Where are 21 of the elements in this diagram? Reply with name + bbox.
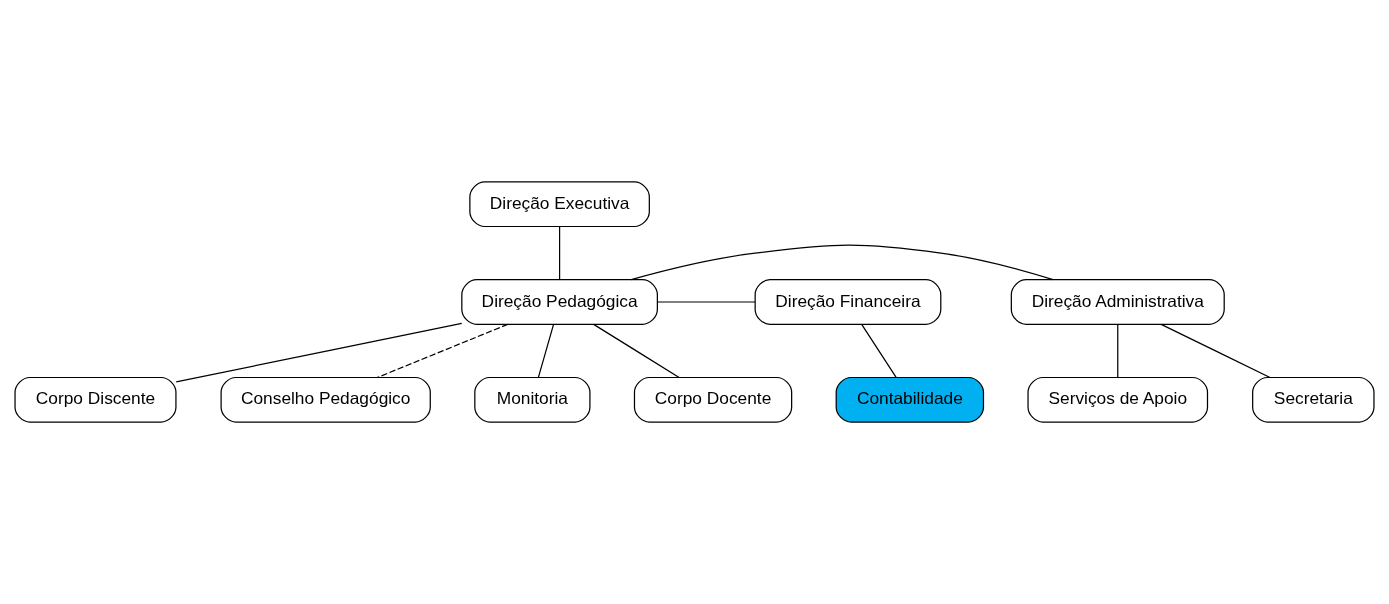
node-box: Direção Administrativa — [1010, 279, 1225, 325]
connector — [376, 323, 509, 379]
connector — [593, 323, 680, 379]
connector — [1117, 323, 1119, 379]
connector — [861, 323, 897, 379]
connector — [559, 226, 561, 281]
node-box: Direção Financeira — [754, 279, 942, 325]
node-box: Serviços de Apoio — [1027, 376, 1209, 423]
node-box: Corpo Docente — [633, 376, 793, 423]
connector — [656, 301, 756, 303]
node-box: Conselho Pedagógico — [220, 376, 431, 423]
connector — [630, 244, 1054, 281]
node-box: Direção Executiva — [469, 181, 650, 228]
node-box: Monitoria — [474, 376, 591, 423]
node-box: Secretaria — [1252, 376, 1375, 423]
connector — [1160, 323, 1271, 379]
node-box: Corpo Discente — [14, 376, 177, 423]
node-box: Direção Pedagógica — [461, 279, 658, 325]
node-box: Contabilidade — [835, 376, 985, 423]
connector — [175, 322, 463, 383]
connector — [537, 323, 555, 379]
